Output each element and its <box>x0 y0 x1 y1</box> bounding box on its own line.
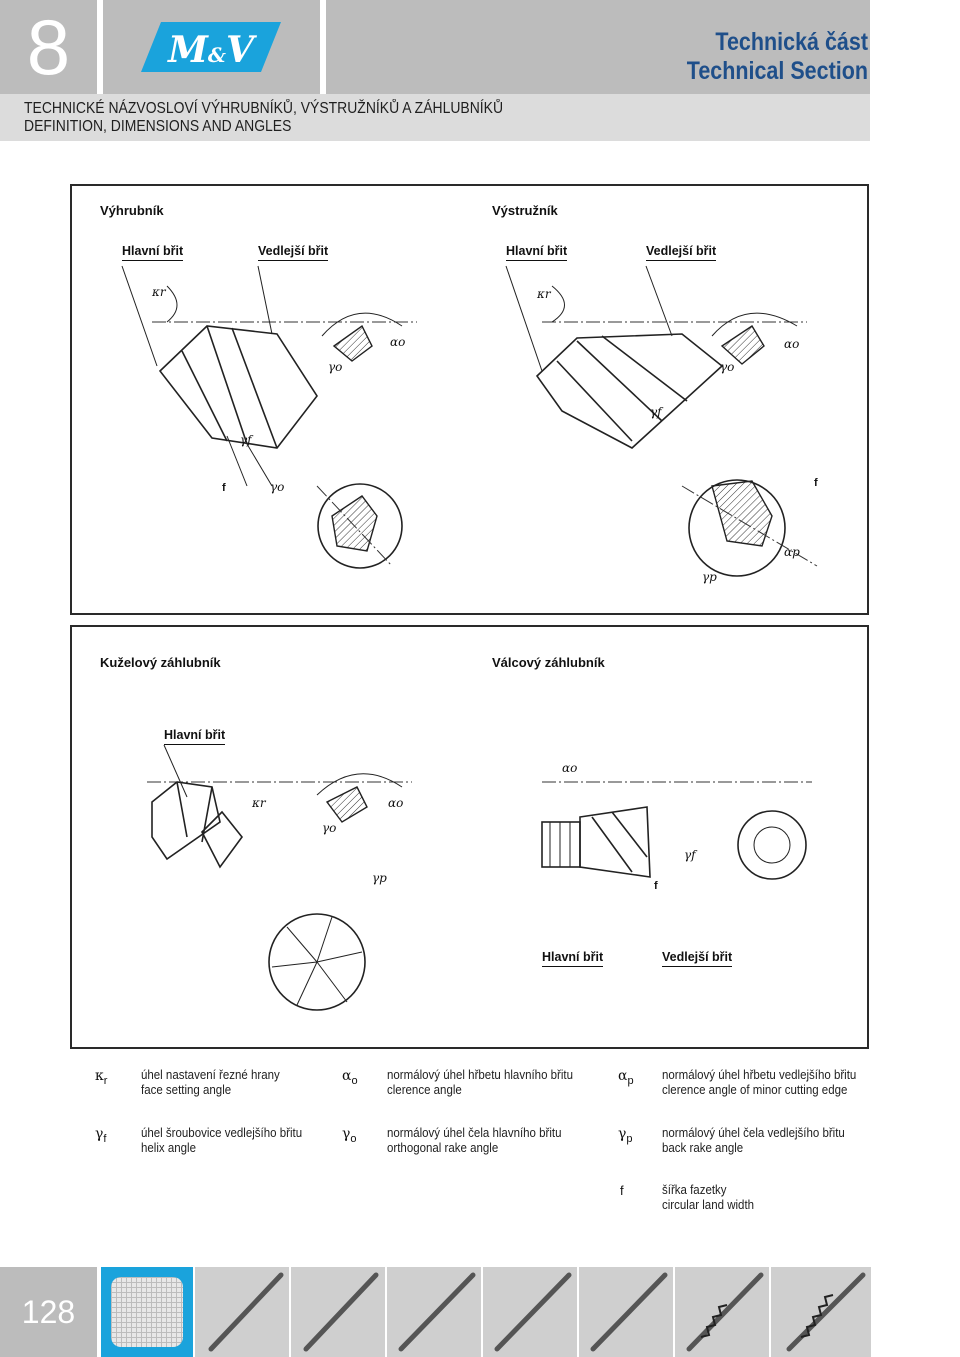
tool-twist-drill-icon <box>686 1272 764 1352</box>
legend-symbol-gamma-f: γf <box>95 1126 107 1145</box>
footer-active-tab <box>101 1267 193 1357</box>
symbol-gamma-f: γf <box>240 433 254 447</box>
symbol-f: f <box>222 482 226 494</box>
symbol-f: f <box>654 880 658 892</box>
reamer-cross-section <box>688 479 786 577</box>
symbol-gamma-o: γo <box>270 480 284 494</box>
symbol-f: f <box>814 477 818 489</box>
tooth-section <box>332 324 373 362</box>
page-subtitle: TECHNICKÉ NÁZVOSLOVÍ VÝHRUBNÍKŮ, VÝSTRUŽ… <box>0 94 870 141</box>
symbol-alpha-o: αo <box>562 761 577 775</box>
cylindrical-countersink-body <box>579 806 651 878</box>
core-drill-reamer-drawing: κr γf f γo γo αo κr γf γo αo f <box>121 265 818 584</box>
label-main-edge: Hlavní břit <box>122 244 184 261</box>
subtitle-cz: TECHNICKÉ NÁZVOSLOVÍ VÝHRUBNÍKŮ, VÝSTRUŽ… <box>24 100 504 117</box>
symbol-gamma-p: γp <box>372 871 387 885</box>
legend-symbol-alpha-p: αp <box>618 1068 634 1087</box>
symbol-alpha-p: αp <box>784 545 800 559</box>
svg-text:M&V: M&V <box>166 29 257 71</box>
footer-tools-drawing <box>208 1272 866 1352</box>
symbol-kappa-r: κr <box>151 285 167 299</box>
tool-countersink-icon <box>208 1272 284 1352</box>
title-cz: Technická část <box>715 28 868 56</box>
cylindrical-countersink-front-view <box>737 810 807 880</box>
subtitle-en: DEFINITION, DIMENSIONS AND ANGLES <box>24 118 292 135</box>
tool-step-drill-icon <box>590 1272 668 1352</box>
page-number: 128 <box>0 1267 97 1357</box>
grid-icon <box>111 1277 183 1347</box>
label-main-edge: Hlavní břit <box>506 244 568 261</box>
conical-countersink-shank <box>201 810 244 869</box>
legend-symbol-gamma-o: γo <box>342 1126 357 1145</box>
tool-long-drill-icon <box>786 1272 866 1352</box>
legend-symbol-f: f <box>620 1183 624 1198</box>
panel-title-conical-countersink: Kuželový záhlubník <box>100 655 221 670</box>
panel-title-core-drill: Výhrubník <box>100 203 164 218</box>
footer-tool-strip <box>101 1267 871 1357</box>
symbol-alpha-o: αo <box>784 337 799 351</box>
section-title: Technická část Technical Section <box>326 0 870 94</box>
label-minor-edge: Vedlejší břit <box>662 950 733 967</box>
label-main-edge: Hlavní břit <box>542 950 604 967</box>
chapter-number: 8 <box>0 0 97 94</box>
core-drill-cross-section <box>317 483 403 569</box>
legend-symbol-alpha-o: αo <box>342 1068 358 1087</box>
symbol-gamma-f: γf <box>650 405 664 419</box>
symbol-kappa-r: κr <box>536 287 552 301</box>
tool-reamer-icon <box>303 1272 379 1352</box>
panel-countersinks: Kuželový záhlubník Válcový záhlubník Hla… <box>70 625 869 1049</box>
cylindrical-countersink-pilot <box>541 821 581 868</box>
brand-logo: M&V <box>103 0 320 94</box>
symbol-alpha-o: αo <box>388 796 403 810</box>
tool-drill-icon <box>494 1272 572 1352</box>
panel-core-drill-reamer: Výhrubník Výstružník Hlavní břit Vedlejš… <box>70 184 869 615</box>
symbol-gamma-p: γp <box>702 570 717 584</box>
symbol-alpha-o: αo <box>390 335 405 349</box>
legend-symbol-kappa-r: κr <box>95 1068 108 1087</box>
tool-core-drill-icon <box>398 1272 476 1352</box>
conical-countersink-front-view <box>268 913 366 1011</box>
symbol-gamma-f: γf <box>684 848 698 862</box>
symbol-gamma-o: γo <box>720 360 734 374</box>
symbol-gamma-o: γo <box>328 360 342 374</box>
symbol-gamma-o: γo <box>322 821 336 835</box>
label-main-edge: Hlavní břit <box>164 728 226 745</box>
countersink-drawing: κr γo αo γp αo f γf <box>147 744 812 1011</box>
panel-title-reamer: Výstružník <box>492 203 558 218</box>
reamer-body <box>535 333 724 449</box>
panel-title-cylindrical-countersink: Válcový záhlubník <box>492 655 605 670</box>
legend-symbol-gamma-p: γp <box>618 1126 633 1145</box>
title-en: Technical Section <box>686 57 868 85</box>
mv-logo-icon: M&V <box>141 22 281 72</box>
label-minor-edge: Vedlejší břit <box>646 244 717 261</box>
label-minor-edge: Vedlejší břit <box>258 244 329 261</box>
symbol-kappa-r: κr <box>251 796 267 810</box>
